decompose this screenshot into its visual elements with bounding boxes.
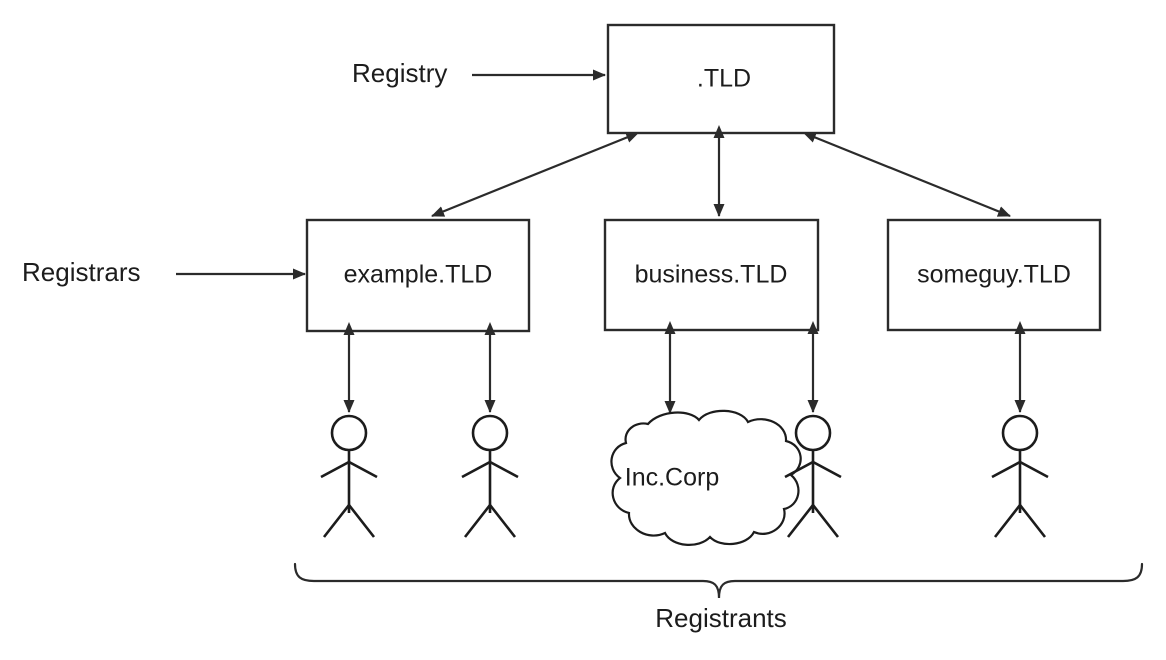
registrant-person-3[interactable] [784, 414, 842, 538]
registrants-brace-label: Registrants [655, 603, 787, 633]
registrant-person-1[interactable] [320, 414, 378, 538]
side-label-registry: Registry [352, 58, 447, 88]
person-arms [991, 460, 1049, 479]
cloud-icon [610, 409, 802, 546]
registrant-cloud-label: Inc.Corp [625, 464, 719, 492]
registrant-person-2[interactable] [461, 414, 519, 538]
person-head-icon [471, 414, 509, 452]
registrant-cloud-inc-corp[interactable]: Inc.Corp [610, 409, 802, 546]
person-arms [784, 460, 842, 479]
edge-tld-to-example [431, 132, 640, 218]
registrant-person-4[interactable] [991, 414, 1049, 538]
node-business-tld-label: business.TLD [635, 261, 788, 289]
node-example-tld[interactable] [305, 218, 531, 333]
node-someguy-tld[interactable] [886, 218, 1102, 332]
node-example-tld-label: example.TLD [344, 261, 493, 289]
person-head-icon [330, 414, 368, 452]
person-legs [322, 502, 376, 538]
node-business-tld[interactable] [603, 218, 820, 332]
person-legs [463, 502, 517, 538]
person-arms [320, 460, 378, 479]
person-head-icon [1001, 414, 1039, 452]
node-someguy-tld-label: someguy.TLD [917, 261, 1071, 289]
side-label-registrars: Registrars [22, 257, 140, 287]
person-head-icon [794, 414, 832, 452]
node-tld-root-label: .TLD [697, 65, 751, 93]
person-arms [461, 460, 519, 479]
registrants-brace [293, 562, 1144, 599]
edge-tld-to-someguy [802, 132, 1011, 218]
person-legs [993, 502, 1047, 538]
person-legs [786, 502, 840, 538]
